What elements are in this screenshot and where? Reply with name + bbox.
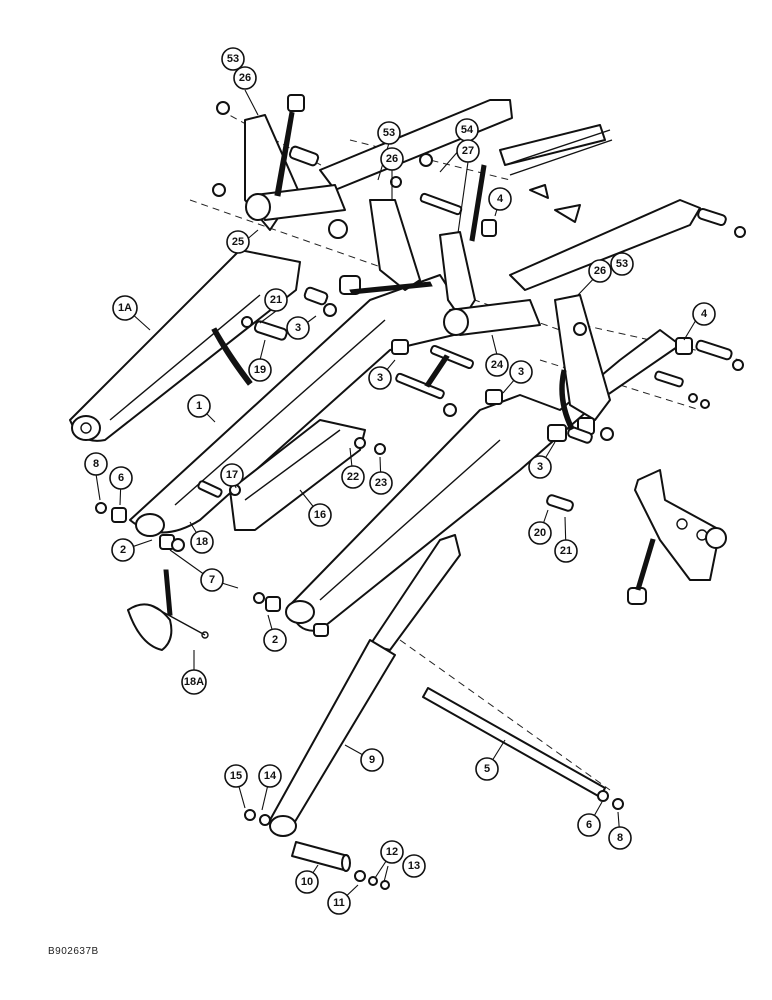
callout-17: 17	[220, 463, 244, 487]
svg-text:17: 17	[226, 469, 238, 481]
callout-1: 1	[187, 394, 211, 418]
svg-text:16: 16	[314, 509, 326, 521]
callout-3-mid-right: 3	[509, 360, 533, 384]
callout-3-upper-left: 3	[286, 316, 310, 340]
callout-6-left: 6	[109, 466, 133, 490]
svg-text:53: 53	[383, 127, 395, 139]
svg-text:3: 3	[377, 372, 383, 384]
callout-53-right: 53	[610, 252, 634, 276]
callout-26-center: 26	[380, 147, 404, 171]
svg-text:7: 7	[209, 574, 215, 586]
callout-27: 27	[456, 139, 480, 163]
svg-text:5: 5	[484, 763, 490, 775]
svg-text:3: 3	[518, 366, 524, 378]
callout-11: 11	[327, 891, 351, 915]
lift-cylinder-9	[269, 534, 461, 837]
callout-26-right: 26	[588, 259, 612, 283]
svg-text:25: 25	[232, 236, 244, 248]
callout-15: 15	[224, 764, 248, 788]
svg-text:27: 27	[462, 145, 474, 157]
callout-19: 19	[248, 358, 272, 382]
callout-5: 5	[475, 757, 499, 781]
svg-text:1: 1	[196, 400, 202, 412]
svg-text:19: 19	[254, 364, 266, 376]
svg-text:1A: 1A	[118, 302, 132, 314]
svg-text:14: 14	[264, 770, 277, 782]
svg-text:11: 11	[333, 897, 345, 909]
callout-22: 22	[341, 465, 365, 489]
svg-text:22: 22	[347, 471, 359, 483]
callout-7: 7	[200, 568, 224, 592]
svg-text:8: 8	[93, 458, 99, 470]
svg-text:12: 12	[386, 846, 398, 858]
callout-21-upper: 21	[264, 288, 288, 312]
pin-10	[291, 841, 351, 872]
callout-3-mid-left: 3	[368, 366, 392, 390]
callout-3-lower: 3	[528, 455, 552, 479]
svg-text:6: 6	[118, 472, 124, 484]
svg-text:10: 10	[301, 876, 313, 888]
background-link	[504, 129, 613, 223]
callout-2-center: 2	[263, 628, 287, 652]
callout-4-upper: 4	[488, 187, 512, 211]
callout-53-top-left: 53	[221, 47, 245, 71]
callout-20: 20	[528, 521, 552, 545]
callout-14: 14	[258, 764, 282, 788]
detail-bracket	[627, 469, 727, 605]
svg-text:26: 26	[594, 265, 606, 277]
callout-8-left: 8	[84, 452, 108, 476]
callout-24: 24	[485, 353, 509, 377]
callout-21-lower: 21	[554, 539, 578, 563]
callout-6-right: 6	[577, 813, 601, 837]
svg-text:3: 3	[537, 461, 543, 473]
svg-text:24: 24	[491, 359, 504, 371]
svg-text:8: 8	[617, 832, 623, 844]
svg-text:26: 26	[386, 153, 398, 165]
callout-2-left: 2	[111, 538, 135, 562]
svg-text:9: 9	[369, 754, 375, 766]
svg-text:18: 18	[196, 536, 208, 548]
svg-text:26: 26	[239, 72, 251, 84]
svg-text:23: 23	[375, 477, 387, 489]
indication-arrows	[163, 111, 656, 616]
callout-10: 10	[295, 870, 319, 894]
svg-text:6: 6	[586, 819, 592, 831]
svg-text:21: 21	[270, 294, 282, 306]
callout-9: 9	[360, 748, 384, 772]
cross-shaft-5	[422, 687, 606, 798]
svg-text:13: 13	[408, 860, 420, 872]
callout-26-top-left: 26	[233, 66, 257, 90]
callout-54: 54	[455, 118, 479, 142]
callout-53-center: 53	[377, 121, 401, 145]
left-lift-arm-1a	[69, 249, 301, 442]
svg-text:3: 3	[295, 322, 301, 334]
svg-text:54: 54	[461, 124, 474, 136]
bracket-16	[229, 419, 366, 531]
svg-text:2: 2	[272, 634, 278, 646]
callout-4-right: 4	[692, 302, 716, 326]
callout-1a: 1A	[112, 295, 138, 321]
svg-text:2: 2	[120, 544, 126, 556]
figure-code: B902637B	[48, 946, 99, 957]
callout-8-right: 8	[608, 826, 632, 850]
detail-clip-18a	[127, 603, 209, 651]
callout-13: 13	[402, 854, 426, 878]
callout-16: 16	[308, 503, 332, 527]
callout-12: 12	[380, 840, 404, 864]
callout-18a: 18A	[181, 669, 207, 695]
callout-23: 23	[369, 471, 393, 495]
svg-text:53: 53	[616, 258, 628, 270]
svg-text:18A: 18A	[184, 676, 204, 688]
svg-text:53: 53	[227, 53, 239, 65]
svg-text:15: 15	[230, 770, 242, 782]
svg-text:21: 21	[560, 545, 572, 557]
svg-text:20: 20	[534, 527, 546, 539]
svg-text:4: 4	[497, 193, 504, 205]
callout-18: 18	[190, 530, 214, 554]
callout-25: 25	[226, 230, 250, 254]
svg-text:4: 4	[701, 308, 708, 320]
